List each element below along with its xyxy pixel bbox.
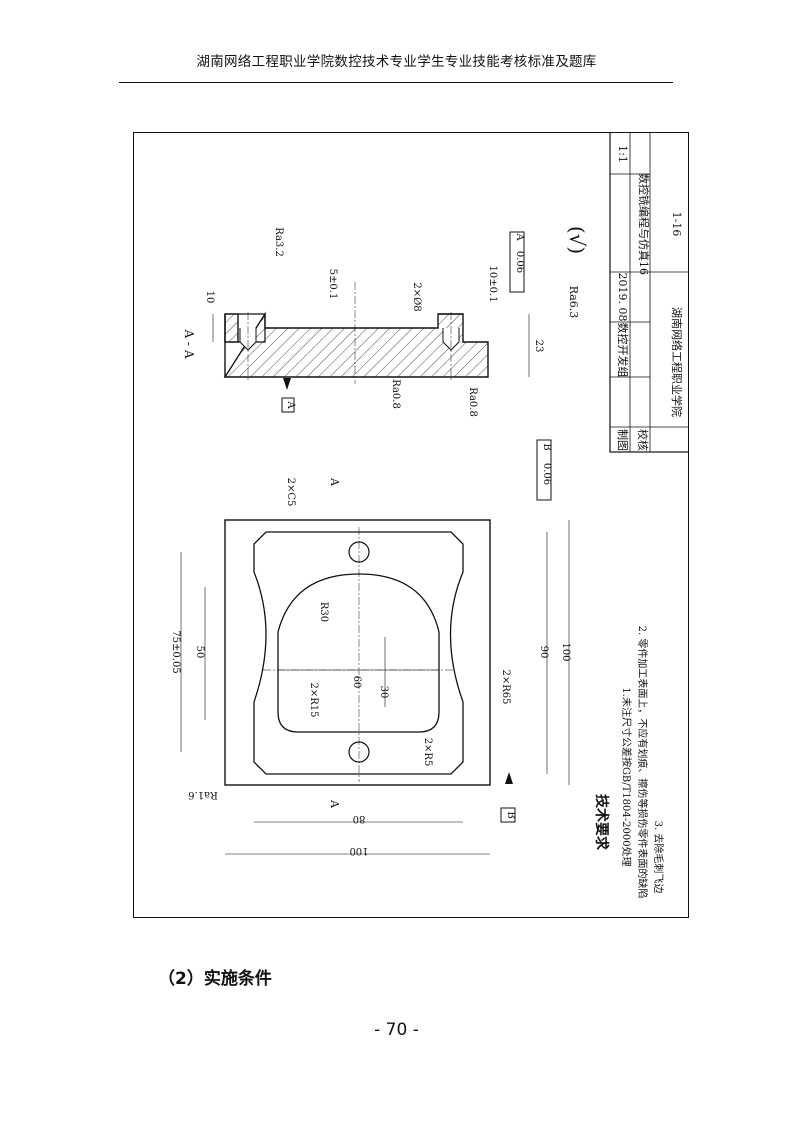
title-date: 2019. 08	[616, 273, 629, 322]
dim-r65: 2×R65	[500, 670, 511, 705]
roughness-bottom: Ra0.8	[390, 379, 401, 409]
roughness-general: Ra6.3	[567, 286, 580, 319]
section-view: A - A A 10 23 5±0.1 2×Ø8 10±0.1 Ra3.2 Ra…	[182, 226, 589, 417]
header-rule	[119, 82, 673, 83]
title-checked-label: 校核	[636, 429, 650, 451]
section-profile	[223, 311, 489, 378]
roughness-check-icon: (√)	[565, 226, 589, 254]
section-label: A - A	[182, 328, 196, 358]
title-part-name: 数控铣编程与仿真16	[637, 173, 651, 275]
dim-hole-depth: 10±0.1	[487, 265, 498, 302]
plan-datum-ref: B	[541, 443, 552, 450]
inner-pocket	[277, 573, 440, 733]
page-header: 湖南网络工程职业学院数控技术专业学生专业技能考核标准及题库	[196, 54, 597, 70]
tech-req-item-2: 2. 零件加工表面上，不应有划痕、擦伤等损伤零件表面的缺陷	[636, 626, 649, 899]
page-number: - 70 -	[374, 1020, 419, 1040]
section-parallel-tol: 0.06	[514, 251, 525, 273]
dim-r15: 2×R15	[308, 683, 319, 718]
plate-outline	[224, 519, 491, 786]
dim-total-height: 23	[533, 340, 544, 353]
title-block: 1:1 数控铣编程与仿真16 1-16 2019. 08 数控开发组 制图 校核…	[609, 132, 689, 453]
section-heading: （2）实施条件	[158, 969, 272, 989]
dim-r5: 2×R5	[422, 738, 433, 767]
roughness-top: Ra3.2	[273, 227, 284, 257]
dim-height-50: 50	[194, 646, 205, 659]
dim-hole-dia: 2×Ø8	[411, 282, 422, 311]
title-drawn-label: 制图	[616, 429, 629, 451]
dim-center-depth: 5±0.1	[327, 269, 338, 300]
tech-req-item-3: 3. 去除毛刺飞边	[652, 821, 665, 894]
plan-parallel-tol: 0.06	[541, 463, 552, 485]
section-datum-ref: A	[514, 232, 525, 241]
section-marker-bottom: A	[328, 799, 341, 809]
dim-width-60: 60	[351, 676, 362, 689]
title-drawing-number: 1-16	[670, 212, 683, 237]
dim-width-100: 100	[349, 845, 368, 856]
dim-height-90: 90	[538, 646, 549, 659]
drawing-frame	[133, 132, 689, 918]
technical-requirements: 技术要求 1.未注尺寸公差按GB/T1804-2000处理 2. 零件加工表面上…	[593, 626, 665, 899]
dim-recess-depth: 10	[204, 291, 215, 304]
dim-chamfer: 2×C5	[285, 478, 296, 507]
dim-width-80: 80	[353, 813, 366, 824]
title-school: 湖南网络工程职业学院	[670, 307, 684, 417]
datum-a-label: A	[285, 400, 296, 409]
tech-req-item-1: 1.未注尺寸公差按GB/T1804-2000处理	[620, 687, 633, 866]
roughness-side: Ra0.8	[467, 387, 478, 417]
plan-roughness: Ra1.6	[188, 789, 218, 800]
dim-height-30: 30	[378, 686, 389, 699]
title-scale: 1:1	[616, 145, 629, 163]
plan-view: A A B 0.06 B 2×C5 R30 2×R15 2×R65 2×R5 6…	[170, 439, 571, 856]
dim-r30: R30	[318, 602, 329, 622]
title-drawn-by: 数控开发组	[616, 323, 630, 378]
datum-b-label: B	[505, 811, 516, 818]
dim-height-75: 75±0.05	[170, 630, 181, 673]
section-marker-top: A	[328, 477, 341, 487]
engineering-drawing: 1:1 数控铣编程与仿真16 1-16 2019. 08 数控开发组 制图 校核…	[170, 132, 689, 899]
dim-height-100: 100	[560, 642, 571, 661]
pocket-outline	[253, 531, 464, 775]
tech-req-title: 技术要求	[593, 794, 610, 851]
